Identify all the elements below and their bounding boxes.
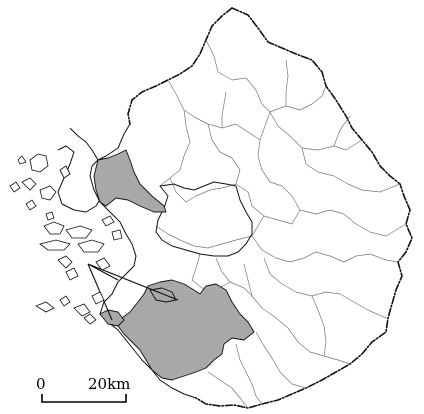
west-sea-islands <box>9 153 123 325</box>
scale-end-label: 20km <box>88 375 130 393</box>
shaded-region-north <box>93 149 167 213</box>
scale-start-label: 0 <box>36 375 46 393</box>
nw-island-coast <box>57 145 103 213</box>
province-outline-north <box>127 7 233 125</box>
scale-bar: 0 20km <box>36 375 130 403</box>
district-boundaries <box>155 39 407 409</box>
province-outline <box>195 7 413 409</box>
shaded-region-south <box>117 279 255 381</box>
seoul-boundary <box>155 181 253 257</box>
west-coastline <box>89 123 197 399</box>
scale-bar-line <box>41 394 127 403</box>
shaded-region-west-piece <box>99 309 125 327</box>
nw-peninsula-coast <box>69 127 99 161</box>
